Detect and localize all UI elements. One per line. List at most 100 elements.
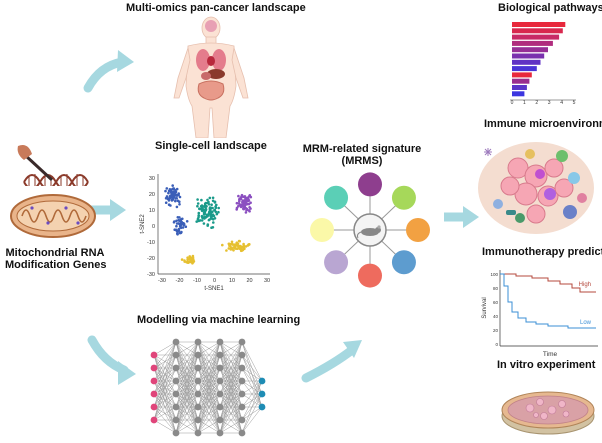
nn-edge bbox=[197, 341, 221, 382]
nn-edge bbox=[197, 341, 221, 421]
nn-node bbox=[258, 403, 266, 411]
nn-edge bbox=[175, 341, 199, 356]
tsne-point bbox=[208, 196, 212, 200]
tsne-point bbox=[178, 203, 181, 206]
nn-edge bbox=[197, 341, 221, 408]
nn-node bbox=[150, 390, 158, 398]
tsne-point bbox=[184, 225, 188, 228]
nn-edge bbox=[153, 419, 177, 434]
immune-microenvironment-illustration bbox=[478, 142, 594, 234]
nn-edge bbox=[197, 393, 221, 434]
tsne-point bbox=[170, 188, 174, 191]
tsne-point bbox=[238, 245, 241, 249]
tsne-point bbox=[237, 239, 241, 243]
mitochondrion-icon bbox=[10, 194, 96, 238]
pathway-bar bbox=[512, 28, 563, 34]
arrow-head-modelling bbox=[118, 361, 136, 385]
neural-network bbox=[150, 338, 266, 437]
pathway-bar bbox=[512, 91, 525, 97]
tsne-point bbox=[239, 197, 243, 201]
nn-node bbox=[194, 377, 202, 385]
tsne-point bbox=[209, 216, 213, 220]
pathway-bar bbox=[512, 34, 560, 40]
tsne-point bbox=[244, 245, 248, 248]
tsne-ytick: 10 bbox=[149, 208, 155, 214]
pathway-tick: 1 bbox=[523, 100, 526, 104]
high-label: High bbox=[579, 282, 591, 288]
nn-edge bbox=[241, 380, 263, 408]
survival-ytick: 20 bbox=[493, 328, 499, 333]
lung-left-icon bbox=[196, 49, 210, 71]
nn-node bbox=[216, 351, 224, 359]
tsne-point bbox=[186, 260, 189, 263]
tsne-point bbox=[203, 211, 206, 215]
tsne-point bbox=[209, 206, 213, 210]
pathway-bar bbox=[512, 59, 541, 65]
tsne-point bbox=[180, 230, 183, 234]
tsne-point bbox=[239, 204, 242, 207]
tsne-point bbox=[214, 206, 218, 210]
immunotherapy-title: Immunotherapy prediction bbox=[482, 246, 602, 258]
nn-edge bbox=[175, 341, 199, 369]
tsne-point bbox=[188, 257, 192, 260]
tsne-point bbox=[209, 214, 212, 218]
tsne-xtick: 10 bbox=[229, 278, 235, 284]
signature-gene-node bbox=[391, 250, 416, 275]
nn-edge bbox=[197, 367, 221, 434]
nn-edge bbox=[219, 341, 243, 369]
tsne-point bbox=[203, 202, 207, 205]
mrms-signature-network bbox=[310, 172, 430, 288]
nn-node bbox=[216, 364, 224, 372]
modelling-title: Modelling via machine learning bbox=[137, 314, 301, 326]
tsne-point bbox=[242, 207, 246, 210]
nn-edge bbox=[197, 419, 221, 434]
tsne-point bbox=[229, 248, 233, 251]
nn-edge bbox=[175, 341, 199, 382]
tsne-point bbox=[215, 203, 218, 207]
tsne-point bbox=[175, 205, 179, 209]
tsne-point bbox=[217, 210, 220, 214]
tsne-point bbox=[182, 222, 186, 226]
arrow-to-signature bbox=[301, 345, 357, 383]
tsne-point bbox=[215, 212, 219, 216]
survival-xlabel: Time bbox=[543, 351, 558, 358]
signature-gene-node bbox=[358, 263, 382, 288]
nn-node bbox=[216, 403, 224, 411]
survival-ytick: 80 bbox=[493, 286, 499, 291]
tsne-point bbox=[167, 191, 170, 195]
tsne-point bbox=[245, 207, 249, 211]
tsne-point bbox=[178, 200, 181, 203]
tsne-ytick: 30 bbox=[149, 176, 155, 182]
nn-node bbox=[216, 416, 224, 424]
tsne-point bbox=[243, 195, 247, 198]
tsne-point bbox=[248, 206, 251, 209]
nn-node bbox=[216, 338, 224, 346]
mouse-icon bbox=[356, 225, 381, 239]
tsne-point bbox=[230, 242, 234, 246]
signature-line1: MRM-related signature bbox=[302, 143, 422, 155]
arrow-head-signature bbox=[343, 340, 362, 358]
nn-edge bbox=[175, 341, 199, 421]
nn-edge bbox=[153, 341, 177, 369]
tsne-point bbox=[245, 199, 249, 202]
low-risk-curve bbox=[500, 273, 596, 329]
tsne-point bbox=[225, 249, 228, 252]
tsne-ytick: 20 bbox=[149, 192, 155, 198]
tsne-point bbox=[205, 205, 208, 208]
nn-node bbox=[216, 377, 224, 385]
tsne-point bbox=[175, 197, 178, 200]
nn-node bbox=[150, 364, 158, 372]
tsne-point bbox=[174, 199, 177, 203]
tsne-point bbox=[213, 217, 217, 220]
tsne-point bbox=[169, 191, 173, 194]
heart-icon bbox=[207, 56, 215, 66]
nn-edge bbox=[175, 380, 199, 434]
nn-node bbox=[194, 403, 202, 411]
tsne-xtick: -20 bbox=[176, 278, 184, 284]
nn-edge bbox=[175, 354, 199, 434]
nn-edge bbox=[153, 380, 177, 421]
nn-node bbox=[150, 351, 158, 359]
pathway-bar bbox=[512, 85, 527, 90]
